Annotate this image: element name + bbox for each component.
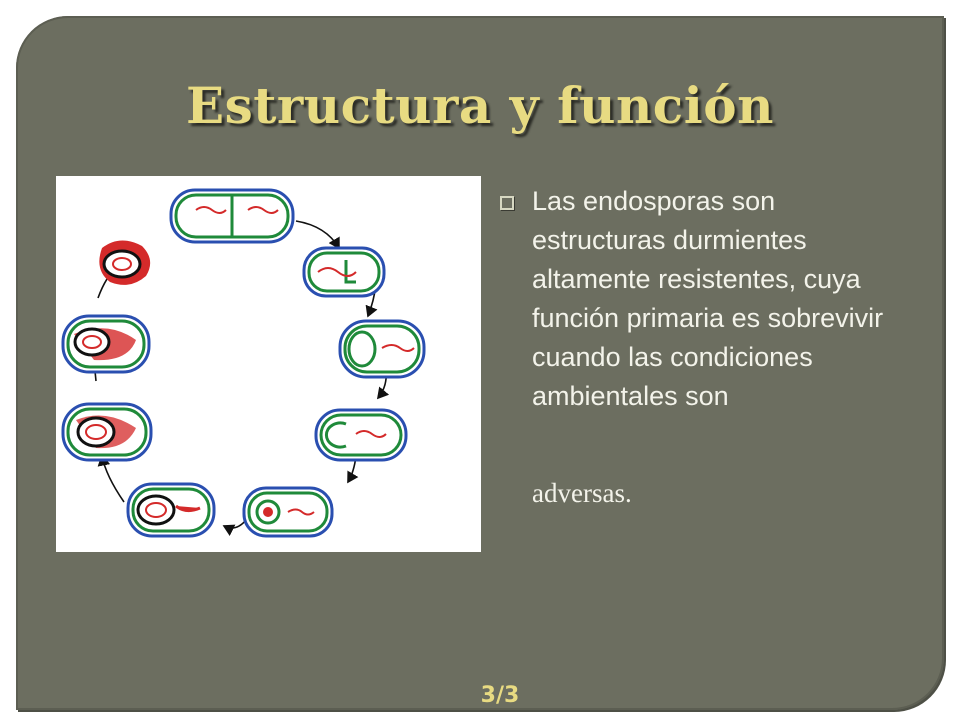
- cell-stage-engulfment: [314, 408, 408, 462]
- free-endospore: [99, 240, 151, 285]
- page-number: 3/3: [480, 683, 520, 708]
- bullet-text-last-word: adversas.: [532, 478, 632, 508]
- bullet-text: Las endosporas son estructuras durmiente…: [532, 186, 884, 411]
- hollow-square-bullet-icon: [500, 196, 514, 210]
- cell-stage-septum: [302, 246, 386, 298]
- cell-stage-mature-spore-2: [61, 314, 151, 374]
- cell-stage-mature-spore-1: [61, 402, 153, 462]
- sporulation-cycle-diagram: [56, 176, 481, 552]
- slide-title: Estructura y función: [186, 76, 774, 135]
- cell-stage-dividing: [169, 188, 295, 244]
- cell-stage-coat: [126, 482, 216, 538]
- cell-stage-cortex: [242, 486, 334, 538]
- cell-stage-forespore: [338, 319, 426, 379]
